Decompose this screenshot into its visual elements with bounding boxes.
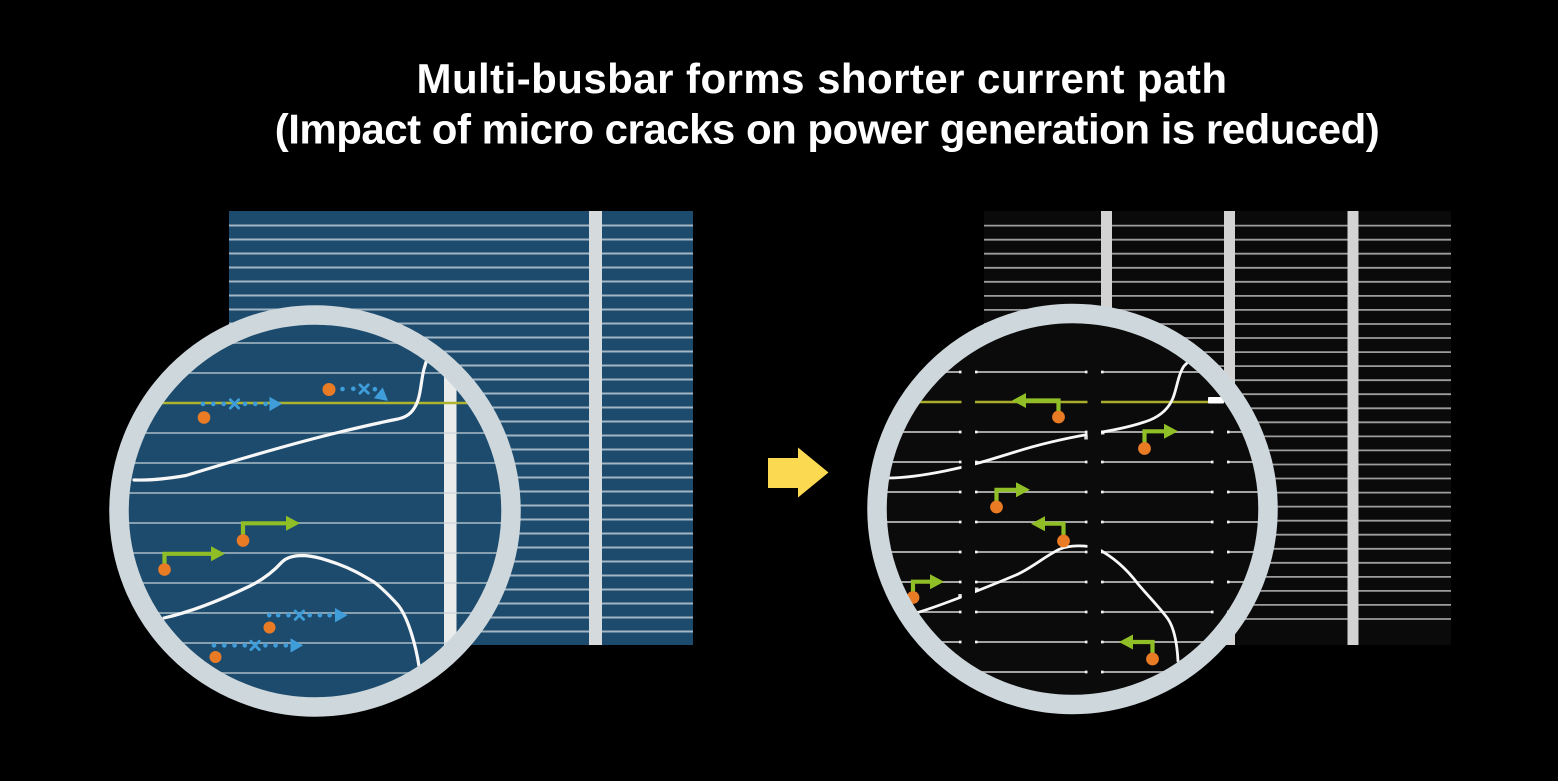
- svg-text:(Impact of micro cracks on pow: (Impact of micro cracks on power generat…: [275, 106, 1379, 153]
- svg-text:Multi-busbar forms shorter cur: Multi-busbar forms shorter current path: [417, 55, 1228, 102]
